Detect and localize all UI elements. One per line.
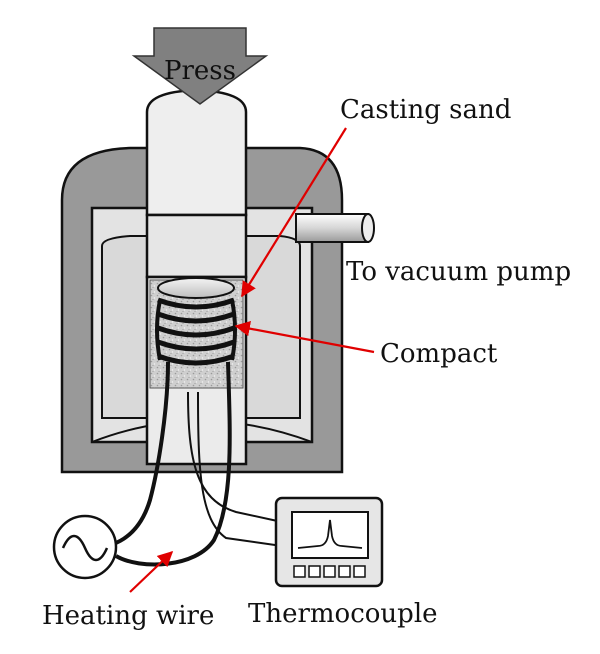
thermocouple-label: Thermocouple: [248, 599, 438, 629]
thermocouple-wires: [187, 391, 283, 547]
plunger: [145, 88, 248, 279]
vacuum-pipe: [295, 213, 375, 243]
sine-wave-icon: [61, 534, 109, 562]
heating-wire-label: Heating wire: [42, 601, 214, 631]
thermocouple-monitor: [274, 496, 384, 588]
press-label: Press: [164, 56, 236, 86]
compact-label: Compact: [380, 339, 498, 369]
monitor-screen: [291, 511, 369, 559]
ac-power-source: [52, 514, 118, 580]
compact-coil: [155, 277, 237, 366]
compact-pointer: [234, 320, 375, 354]
vacuum-pump-label: To vacuum pump: [346, 257, 571, 287]
pointer-arrows: [129, 127, 375, 593]
casting-sand-pointer: [241, 127, 347, 298]
heating-wire-pointer: [129, 550, 174, 593]
casting-sand-label: Casting sand: [340, 95, 511, 125]
press-arrow: [131, 27, 269, 105]
temperature-peak-icon: [297, 519, 363, 549]
